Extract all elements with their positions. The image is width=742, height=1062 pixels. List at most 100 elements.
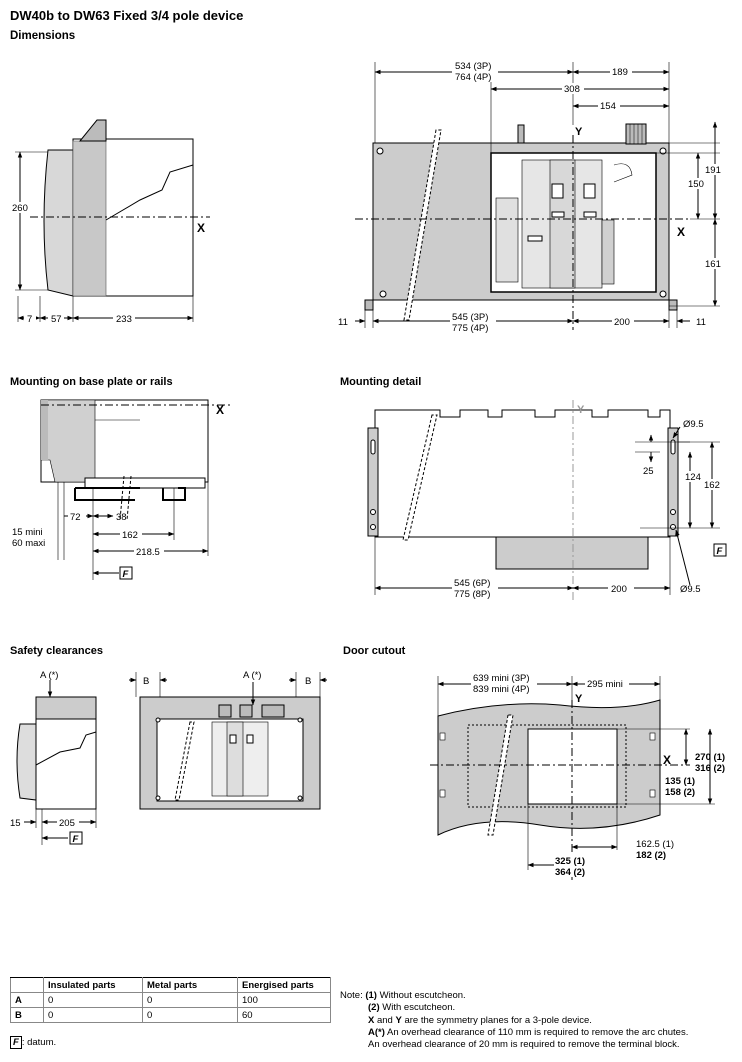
dim-md-200: 200	[611, 584, 627, 595]
side-view	[15, 119, 210, 322]
cell-energised: 60	[237, 1007, 331, 1023]
clearance-a-front: A (*)	[243, 670, 261, 681]
dim-front-154: 154	[600, 101, 616, 112]
dim-sc-15: 15	[10, 818, 21, 829]
axis-y-label: Y	[575, 126, 583, 138]
dim-side-260: 260	[12, 203, 28, 214]
dim-sc-205: 205	[59, 818, 75, 829]
section-title-mounting-base: Mounting on base plate or rails	[10, 376, 173, 388]
datum-legend: F: datum.	[10, 1036, 56, 1049]
datum-marker-safety: F	[73, 834, 79, 845]
dim-md-25: 25	[643, 466, 654, 477]
dim-dc-364: 364 (2)	[555, 867, 585, 878]
note-2-key: (2)	[368, 1002, 380, 1014]
section-title-door: Door cutout	[343, 645, 406, 657]
dim-md-775: 775 (8P)	[454, 589, 490, 600]
clearance-b-right: B	[305, 676, 311, 687]
dim-mb-38: 38	[116, 512, 127, 523]
dim-front-11-right: 11	[696, 317, 706, 328]
dim-dc-295: 295 mini	[587, 679, 623, 690]
section-title-safety: Safety clearances	[10, 645, 103, 657]
table-row: B 0 0 60	[10, 1007, 331, 1023]
cell-energised: 100	[237, 992, 331, 1008]
axis-x-label-mounting: X	[216, 403, 224, 417]
dim-side-7: 7	[27, 314, 32, 325]
dim-front-189: 189	[612, 67, 628, 78]
dim-side-233: 233	[116, 314, 132, 325]
notes-block: Note: (1) Without escutcheon. (2) With e…	[340, 990, 688, 1051]
note-2-text: With escutcheon.	[382, 1002, 456, 1014]
note-3-text: are the symmetry planes for a 3-pole dev…	[404, 1014, 592, 1026]
dim-dc-639: 639 mini (3P)	[473, 673, 530, 684]
dim-md-162: 162	[704, 480, 720, 491]
note-5-text: An overhead clearance of 20 mm is requir…	[368, 1039, 680, 1051]
dim-mb-162: 162	[122, 530, 138, 541]
axis-y-label-door: Y	[575, 693, 583, 705]
note-1-key: (1)	[365, 990, 377, 1001]
dim-mb-15-mini: 15 mini	[12, 527, 43, 538]
clearance-a-side: A (*)	[40, 670, 58, 681]
axis-x-label-door: X	[663, 753, 671, 767]
page-title: DW40b to DW63 Fixed 3/4 pole device	[10, 8, 244, 23]
table-header-energised: Energised parts	[237, 977, 331, 993]
dim-dc-270: 270 (1)	[695, 752, 725, 763]
dim-front-764: 764 (4P)	[455, 72, 491, 83]
dim-md-hole-top: Ø9.5	[683, 419, 704, 430]
dim-dc-162-5: 162.5 (1)	[636, 839, 674, 850]
mounting-base-view	[40, 399, 230, 580]
clearance-b-left: B	[143, 676, 149, 687]
axis-y-label-detail: Y	[577, 404, 585, 416]
dim-front-200: 200	[614, 317, 630, 328]
dim-dc-325: 325 (1)	[555, 856, 585, 867]
table-row: A 0 0 100	[10, 992, 331, 1008]
notes-prefix: Note:	[340, 990, 363, 1001]
dim-front-11-left: 11	[338, 317, 348, 328]
note-3-key2: Y	[395, 1014, 402, 1026]
note-4-key: A(*)	[368, 1026, 385, 1038]
axis-x-label: X	[197, 221, 205, 235]
note-4-text: An overhead clearance of 110 mm is requi…	[387, 1026, 689, 1038]
dim-dc-839: 839 mini (4P)	[473, 684, 530, 695]
dim-dc-158: 158 (2)	[665, 787, 695, 798]
dim-front-308: 308	[564, 84, 580, 95]
datum-legend-text: : datum.	[21, 1037, 57, 1048]
dim-front-775: 775 (4P)	[452, 323, 488, 334]
mounting-detail-view	[367, 400, 720, 600]
dim-md-124: 124	[685, 472, 701, 483]
datum-legend-box: F	[10, 1036, 22, 1049]
dim-mb-218-5: 218.5	[136, 547, 160, 558]
dim-mb-60-maxi: 60 maxi	[12, 538, 45, 549]
datum-marker: F	[123, 569, 129, 580]
table-header-blank	[10, 977, 44, 993]
axis-x-label-front: X	[677, 225, 685, 239]
dim-md-545: 545 (6P)	[454, 578, 490, 589]
note-1-text: Without escutcheon.	[379, 990, 466, 1001]
door-cutout-view	[430, 676, 715, 880]
cell-metal: 0	[142, 1007, 238, 1023]
dim-md-hole-bottom: Ø9.5	[680, 584, 701, 595]
dim-side-57: 57	[51, 314, 62, 325]
table-header-insulated: Insulated parts	[43, 977, 143, 993]
dim-dc-135: 135 (1)	[665, 776, 695, 787]
cell-insulated: 0	[43, 992, 143, 1008]
row-label: B	[10, 1007, 44, 1023]
cell-metal: 0	[142, 992, 238, 1008]
section-title-mounting-detail: Mounting detail	[340, 376, 422, 388]
dim-front-150: 150	[688, 179, 704, 190]
dim-mb-72: 72	[70, 512, 81, 523]
note-3-key: X	[368, 1014, 375, 1026]
dim-dc-182: 182 (2)	[636, 850, 666, 861]
dim-front-534: 534 (3P)	[455, 61, 491, 72]
note-3-and: and	[376, 1014, 393, 1026]
datum-marker-detail: F	[717, 546, 723, 557]
dim-dc-316: 316 (2)	[695, 763, 725, 774]
cell-insulated: 0	[43, 1007, 143, 1023]
safety-side-view	[16, 680, 97, 845]
dim-front-545: 545 (3P)	[452, 312, 488, 323]
safety-front-view	[129, 672, 327, 810]
front-view	[355, 62, 720, 330]
row-label: A	[10, 992, 44, 1008]
dim-front-161: 161	[705, 259, 721, 270]
dim-front-191: 191	[705, 165, 721, 176]
